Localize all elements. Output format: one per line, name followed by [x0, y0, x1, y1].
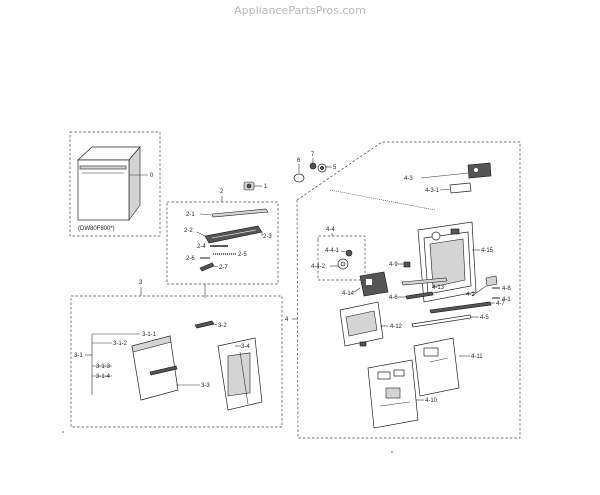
label-2-2: 2-2 — [184, 228, 193, 234]
part-2-7-link[interactable] — [199, 262, 215, 272]
label-2-6: 2-6 — [186, 256, 195, 262]
label-4-15: 4-15 — [481, 248, 494, 254]
label-4-12: 4-12 — [390, 324, 403, 330]
part-7-nut[interactable] — [309, 162, 317, 170]
group-box-0 — [69, 131, 161, 237]
label-3-3: 3-3 — [201, 383, 210, 389]
label-3: 3 — [139, 280, 143, 286]
label-3-4: 3-4 — [241, 344, 250, 350]
label-4-1: 4-1 — [502, 297, 511, 303]
part-4-10-outer-panel[interactable] — [367, 359, 419, 429]
part-4-11-inner-liner[interactable] — [413, 337, 460, 397]
label-4-2: 4-2 — [466, 292, 475, 298]
part-4-5-rail[interactable] — [411, 314, 472, 328]
part-4-4-1-dispenser-cap[interactable] — [345, 249, 353, 257]
group-box-4 — [296, 141, 521, 439]
part-4-3-control-module[interactable] — [467, 162, 492, 179]
label-4-13: 4-13 — [432, 285, 445, 291]
part-4-3-1-board[interactable] — [449, 182, 472, 194]
part-2-2-hinge-bracket[interactable] — [204, 225, 263, 244]
label-5: 5 — [333, 165, 337, 171]
label-2-1: 2-1 — [186, 212, 195, 218]
label-4-5: 4-5 — [480, 315, 489, 321]
part-5-ring[interactable] — [317, 163, 327, 173]
label-3-2: 3-2 — [218, 323, 227, 329]
label-2-3: 2-3 — [263, 234, 272, 240]
label-4-3: 4-3 — [404, 176, 413, 182]
label-3-1-1: 3-1-1 — [142, 332, 157, 338]
part-3-1-outer-door[interactable] — [131, 335, 179, 401]
label-7: 7 — [311, 152, 315, 158]
part-1-cap[interactable] — [243, 181, 262, 191]
part-4-9-clip[interactable] — [403, 261, 411, 268]
label-4-11: 4-11 — [471, 354, 483, 360]
label-4-8: 4-8 — [502, 286, 511, 292]
label-3-1: 3-1 — [74, 353, 83, 359]
label-2-5: 2-5 — [238, 252, 247, 258]
label-6: 6 — [297, 158, 301, 164]
group-box-2 — [166, 201, 279, 285]
part-4-4-2-gasket[interactable] — [337, 258, 349, 270]
group-box-3 — [70, 295, 283, 428]
label-4-14: 4-14 — [342, 291, 355, 297]
label-4-4-2: 4-4-2 — [311, 264, 326, 270]
label-2-7: 2-7 — [219, 265, 228, 271]
label-3-1-4: 3-1-4 — [96, 374, 111, 380]
watermark: AppliancePartsPros.com — [234, 4, 366, 17]
label-4-9: 4-9 — [389, 262, 398, 268]
part-2-1-rail[interactable] — [211, 208, 269, 218]
label-2-4: 2-4 — [197, 244, 206, 250]
label-4-10: 4-10 — [425, 398, 438, 404]
part-0-dishwasher[interactable] — [69, 131, 161, 237]
part-4-13-vent-bar[interactable] — [401, 277, 448, 286]
label-model: (DW80F800*) — [78, 226, 115, 232]
group-box-4-4 — [317, 235, 366, 281]
label-2: 2 — [220, 189, 224, 195]
label-1: 1 — [264, 184, 268, 190]
label-3-1-2: 3-1-2 — [113, 341, 128, 347]
part-3-2-trim-strip[interactable] — [194, 320, 215, 329]
part-6-seal[interactable] — [293, 173, 305, 183]
label-4-4: 4-4 — [326, 227, 335, 233]
part-4-7-seal-strip[interactable] — [429, 301, 492, 314]
label-4-7: 4-7 — [496, 301, 505, 307]
label-0: 0 — [150, 173, 154, 179]
part-4-14-dispenser[interactable] — [359, 271, 389, 297]
label-3-1-3: 3-1-3 — [96, 364, 111, 370]
part-4-12-dispenser-panel[interactable] — [339, 301, 384, 347]
label-4-4-1: 4-4-1 — [325, 248, 340, 254]
part-4-15-door-frame[interactable] — [417, 221, 477, 303]
part-4-2-latch[interactable] — [485, 275, 498, 287]
label-4-3-1: 4-3-1 — [425, 188, 440, 194]
part-3-4-inner-panel[interactable] — [217, 337, 263, 411]
part-4-6-gasket-strip[interactable] — [405, 291, 434, 300]
label-4-6: 4-6 — [389, 295, 398, 301]
label-4: 4 — [285, 317, 289, 323]
